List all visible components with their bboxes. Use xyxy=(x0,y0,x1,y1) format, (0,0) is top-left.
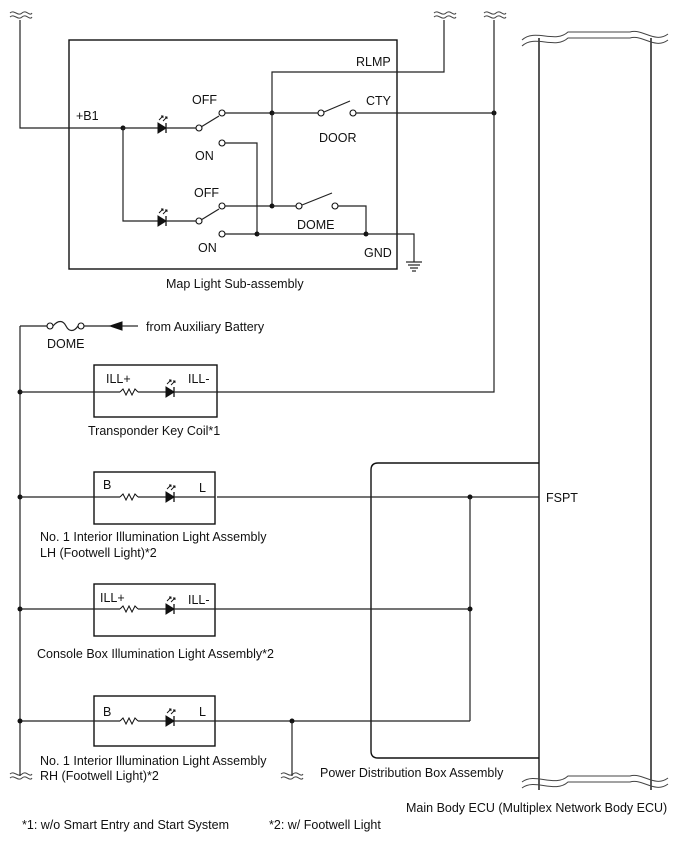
transponder-caption: Transponder Key Coil*1 xyxy=(88,424,220,438)
interior-lh-caption-2: LH (Footwell Light)*2 xyxy=(40,546,157,560)
interior-rh-caption-2: RH (Footwell Light)*2 xyxy=(40,769,159,783)
dome-fuse: DOME from Auxiliary Battery xyxy=(20,320,265,351)
console-caption: Console Box Illumination Light Assembly*… xyxy=(37,647,274,661)
interior-lh-right-label: L xyxy=(199,481,206,495)
dome-switch-label: DOME xyxy=(297,218,335,232)
transponder-left-label: ILL+ xyxy=(106,372,131,386)
main-body-ecu: Main Body ECU (Multiplex Network Body EC… xyxy=(406,30,669,815)
off-lower-label: OFF xyxy=(194,186,219,200)
interior-rh-left-label: B xyxy=(103,705,111,719)
b1-label: +B1 xyxy=(76,109,99,123)
map-light-led-upper-icon xyxy=(157,115,168,134)
fspt-label: FSPT xyxy=(546,491,578,505)
map-light-led-lower-icon xyxy=(157,208,168,227)
console-right-label: ILL- xyxy=(188,593,210,607)
led-icon xyxy=(165,596,176,615)
power-distribution-box: Power Distribution Box Assembly xyxy=(320,462,539,780)
gnd-label: GND xyxy=(364,246,392,260)
interior-illumination-lh: B L No. 1 Interior Illumination Light As… xyxy=(20,471,267,560)
map-light-caption: Map Light Sub-assembly xyxy=(166,277,304,291)
on-lower-label: ON xyxy=(198,241,217,255)
pdb-caption: Power Distribution Box Assembly xyxy=(320,766,504,780)
fuse-label: DOME xyxy=(47,337,85,351)
rlmp-label: RLMP xyxy=(356,55,391,69)
resistor-icon xyxy=(119,605,139,613)
transponder-right-label: ILL- xyxy=(188,372,210,386)
map-light-box xyxy=(68,39,398,270)
interior-rh-caption-1: No. 1 Interior Illumination Light Assemb… xyxy=(40,754,267,768)
console-left-label: ILL+ xyxy=(100,591,125,605)
interior-rh-right-label: L xyxy=(199,705,206,719)
cty-label: CTY xyxy=(366,94,392,108)
footnote-2: *2: w/ Footwell Light xyxy=(269,818,381,832)
console-box-illumination: ILL+ ILL- Console Box Illumination Light… xyxy=(20,583,470,661)
led-icon xyxy=(165,708,176,727)
resistor-icon xyxy=(119,493,139,501)
resistor-icon xyxy=(119,388,139,396)
resistor-icon xyxy=(119,717,139,725)
interior-lh-left-label: B xyxy=(103,478,111,492)
led-icon xyxy=(165,379,176,398)
transponder-key-coil: ILL+ ILL- Transponder Key Coil*1 xyxy=(20,364,220,438)
ground-icon xyxy=(406,261,422,272)
door-label: DOOR xyxy=(319,131,357,145)
interior-lh-caption-1: No. 1 Interior Illumination Light Assemb… xyxy=(40,530,267,544)
on-upper-label: ON xyxy=(195,149,214,163)
footnote-1: *1: w/o Smart Entry and Start System xyxy=(22,818,229,832)
ecu-caption: Main Body ECU (Multiplex Network Body EC… xyxy=(406,801,667,815)
led-icon xyxy=(165,484,176,503)
interior-illumination-rh: B L No. 1 Interior Illumination Light As… xyxy=(17,695,470,783)
off-upper-label: OFF xyxy=(192,93,217,107)
map-light-sub-assembly: +B1 RLMP CTY DOOR OFF ON OFF ON DOME GND… xyxy=(19,20,497,291)
arrow-icon xyxy=(108,321,123,331)
fuse-source-label: from Auxiliary Battery xyxy=(146,320,265,334)
wire-break-marks xyxy=(9,11,507,780)
